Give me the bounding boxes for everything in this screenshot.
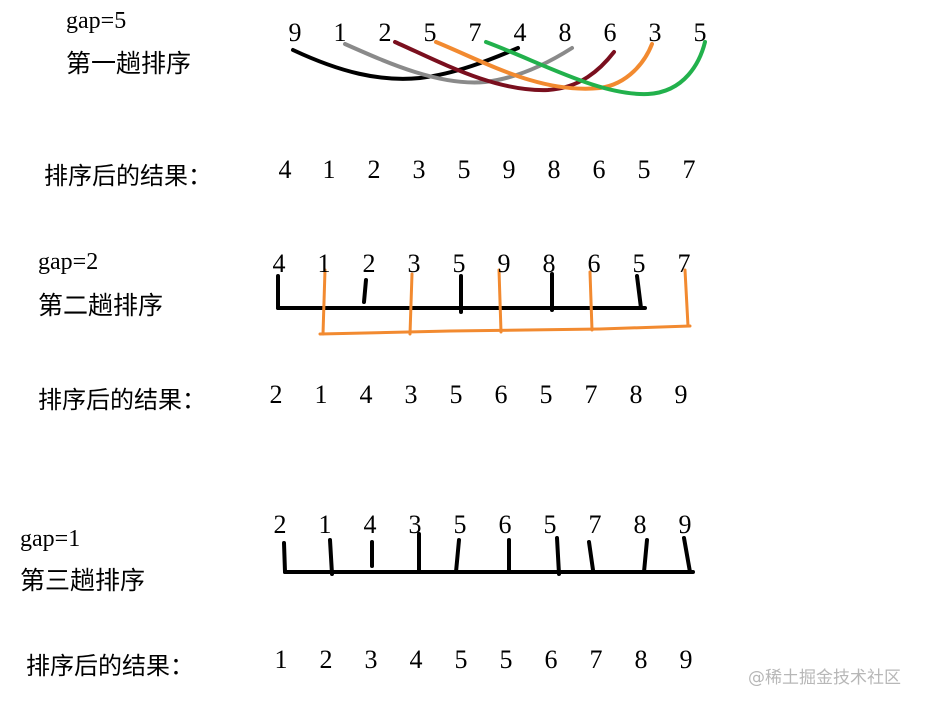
- pass1-number-7: 6: [603, 18, 617, 47]
- pass2-number-9: 7: [677, 249, 691, 278]
- result3-number-2: 3: [364, 645, 378, 674]
- pass1-number-6: 8: [558, 18, 572, 47]
- pass2-number-2: 2: [362, 249, 376, 278]
- result1-label: 排序后的结果：: [44, 162, 212, 190]
- result2-number-0: 2: [269, 380, 283, 409]
- pass2-tick-5: [497, 268, 503, 334]
- pass2-tick-3: [408, 272, 414, 336]
- pass1-number-9: 5: [693, 18, 707, 47]
- result1-number-4: 5: [457, 155, 471, 184]
- result1-number-5: 9: [502, 155, 516, 184]
- pass3-number-3: 3: [408, 510, 422, 539]
- pass1-number-4: 7: [468, 18, 482, 47]
- pass1-number-3: 5: [423, 18, 437, 47]
- pass2-number-8: 5: [632, 249, 646, 278]
- pass3-number-6: 5: [543, 510, 557, 539]
- pass2-number-0: 4: [272, 249, 286, 278]
- result2-number-3: 3: [404, 380, 418, 409]
- pass2-tick-8: [635, 274, 643, 310]
- result2-number-8: 8: [629, 380, 643, 409]
- result1-number-0: 4: [278, 155, 292, 184]
- pass2-number-6: 8: [542, 249, 556, 278]
- pass1-number-5: 4: [513, 18, 527, 47]
- result1-number-3: 3: [412, 155, 426, 184]
- pass3-number-5: 6: [498, 510, 512, 539]
- result1-number-8: 5: [637, 155, 651, 184]
- pass3-number-2: 4: [363, 510, 377, 539]
- pass2-tick-7: [588, 270, 594, 332]
- result1-number-2: 2: [367, 155, 381, 184]
- pass1-number-2: 2: [378, 18, 392, 47]
- result3-number-0: 1: [274, 645, 288, 674]
- result2-number-9: 9: [674, 380, 688, 409]
- result3-number-7: 7: [589, 645, 603, 674]
- pass3-tick-1: [328, 538, 334, 576]
- result3-number-4: 5: [454, 645, 468, 674]
- result2-number-6: 5: [539, 380, 553, 409]
- result2-number-4: 5: [449, 380, 463, 409]
- pass1-link-3-8: [434, 40, 654, 91]
- result3-number-9: 9: [679, 645, 693, 674]
- pass3-title: 第三趟排序: [20, 566, 146, 595]
- pass3-number-4: 5: [453, 510, 467, 539]
- pass1-link-2-7: [393, 40, 616, 93]
- pass1-title: 第一趟排序: [66, 49, 192, 78]
- pass2-tick-1: [321, 268, 327, 336]
- result1-number-6: 8: [547, 155, 561, 184]
- result2-number-1: 1: [314, 380, 328, 409]
- result2-number-7: 7: [584, 380, 598, 409]
- pass3-number-0: 2: [273, 510, 287, 539]
- pass3-number-1: 1: [318, 510, 332, 539]
- pass2-number-5: 9: [497, 249, 511, 278]
- result3-number-8: 8: [634, 645, 648, 674]
- result1-number-7: 6: [592, 155, 606, 184]
- pass2-number-1: 1: [317, 249, 331, 278]
- pass3-tick-0: [282, 541, 287, 574]
- pass2-number-3: 3: [407, 249, 421, 278]
- result3-label: 排序后的结果：: [26, 652, 194, 680]
- result1-number-9: 7: [682, 155, 696, 184]
- pass1-link-4-9: [484, 40, 707, 97]
- pass1-link-0-5: [291, 46, 520, 81]
- result2-label: 排序后的结果：: [38, 386, 206, 414]
- pass3-tick-9: [682, 536, 692, 574]
- result2-number-2: 4: [359, 380, 373, 409]
- result1-number-1: 1: [322, 155, 336, 184]
- result3-number-6: 6: [544, 645, 558, 674]
- pass2-title: 第二趟排序: [38, 291, 164, 320]
- pass2-number-4: 5: [452, 249, 466, 278]
- result2-number-5: 6: [494, 380, 508, 409]
- pass3-number-8: 8: [633, 510, 647, 539]
- result3-number-3: 4: [409, 645, 423, 674]
- watermark: @稀土掘金技术社区: [748, 668, 901, 688]
- pass1-gap-label: gap=5: [66, 8, 127, 34]
- pass3-number-7: 7: [588, 510, 602, 539]
- pass3-tick-6: [555, 536, 561, 576]
- pass2-gap-label: gap=2: [38, 249, 99, 275]
- pass2-tick-9: [683, 268, 690, 328]
- result3-number-5: 5: [499, 645, 513, 674]
- pass3-tick-8: [642, 538, 649, 574]
- pass1-number-1: 1: [333, 18, 347, 47]
- result3-number-1: 2: [319, 645, 333, 674]
- pass3-number-9: 9: [678, 510, 692, 539]
- pass2-tick-2: [362, 278, 368, 304]
- pass2-number-7: 6: [587, 249, 601, 278]
- pass1-link-1-6: [343, 42, 574, 85]
- pass1-number-8: 3: [648, 18, 662, 47]
- pass1-number-0: 9: [288, 18, 302, 47]
- pass2-odd-bar: [318, 324, 692, 336]
- pass3-tick-7: [587, 540, 595, 572]
- pass3-gap-label: gap=1: [20, 526, 81, 552]
- pass3-tick-4: [454, 538, 461, 574]
